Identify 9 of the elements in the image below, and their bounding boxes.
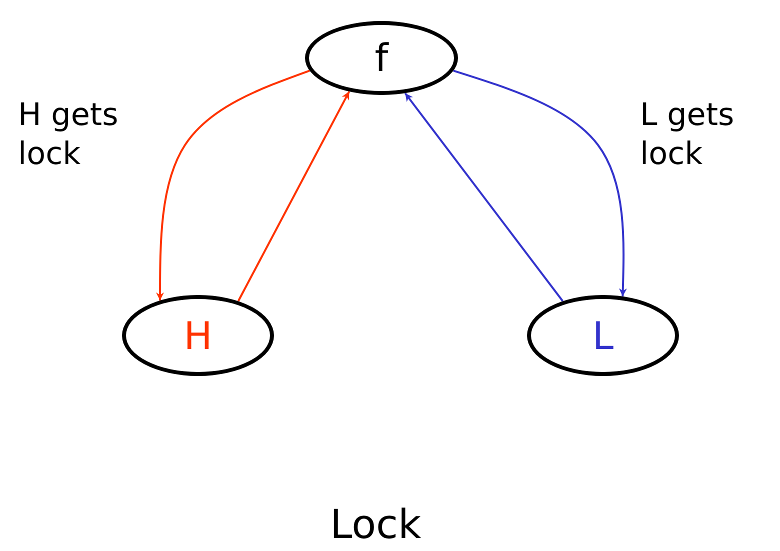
node-label: H <box>184 316 212 354</box>
arrow <box>156 70 310 300</box>
arrow <box>404 92 564 302</box>
node-label: f <box>374 39 388 77</box>
caption: Lock <box>330 501 422 550</box>
node-label: L <box>592 316 614 354</box>
annotation-text: H gets lock <box>18 96 120 174</box>
annotation-text: L gets lock <box>640 96 736 174</box>
arrow <box>453 70 627 296</box>
